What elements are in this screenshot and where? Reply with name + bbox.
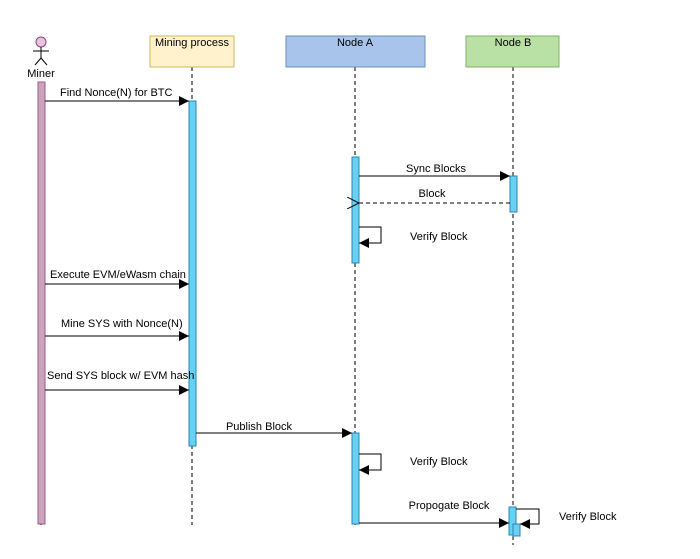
mining-process-header-label: Mining process [155, 37, 229, 49]
node-a-activation-bar-2 [351, 432, 360, 525]
mining-process-activation-bar [188, 100, 197, 447]
find-nonce-label: Find Nonce(N) for BTC [60, 87, 173, 99]
propagate-block-label: Propogate Block [409, 500, 490, 512]
node-b-activation-bar-1 [509, 175, 518, 213]
node-a-header [285, 35, 426, 68]
node-a-activation-bar-1 [351, 156, 360, 264]
node-b-header-label: Node B [495, 37, 532, 49]
verify-block-a1-self-arrow [359, 226, 382, 248]
verify-block-a1-label: Verify Block [410, 231, 468, 243]
verify-block-b-self-arrow [516, 508, 540, 529]
miner-label: Miner [27, 68, 55, 80]
verify-block-a2-self-arrow [359, 453, 382, 475]
miner-activation-bar [37, 81, 46, 525]
execute-evm-label: Execute EVM/eWasm chain [50, 269, 186, 281]
mine-sys-label: Mine SYS with Nonce(N) [61, 318, 183, 330]
send-sys-label: Send SYS block w/ EVM hash [47, 370, 194, 382]
node-b-header [465, 35, 560, 68]
block-return-label: Block [419, 188, 446, 200]
mining-process-header [149, 35, 235, 68]
verify-block-b-label: Verify Block [559, 511, 617, 523]
verify-block-a2-label: Verify Block [410, 456, 468, 468]
node-a-header-label: Node A [337, 37, 374, 49]
miner-actor-icon [33, 36, 49, 66]
sync-blocks-label: Sync Blocks [406, 163, 466, 175]
publish-block-label: Publish Block [226, 421, 293, 433]
node-b-activation-bar-3 [512, 523, 521, 537]
